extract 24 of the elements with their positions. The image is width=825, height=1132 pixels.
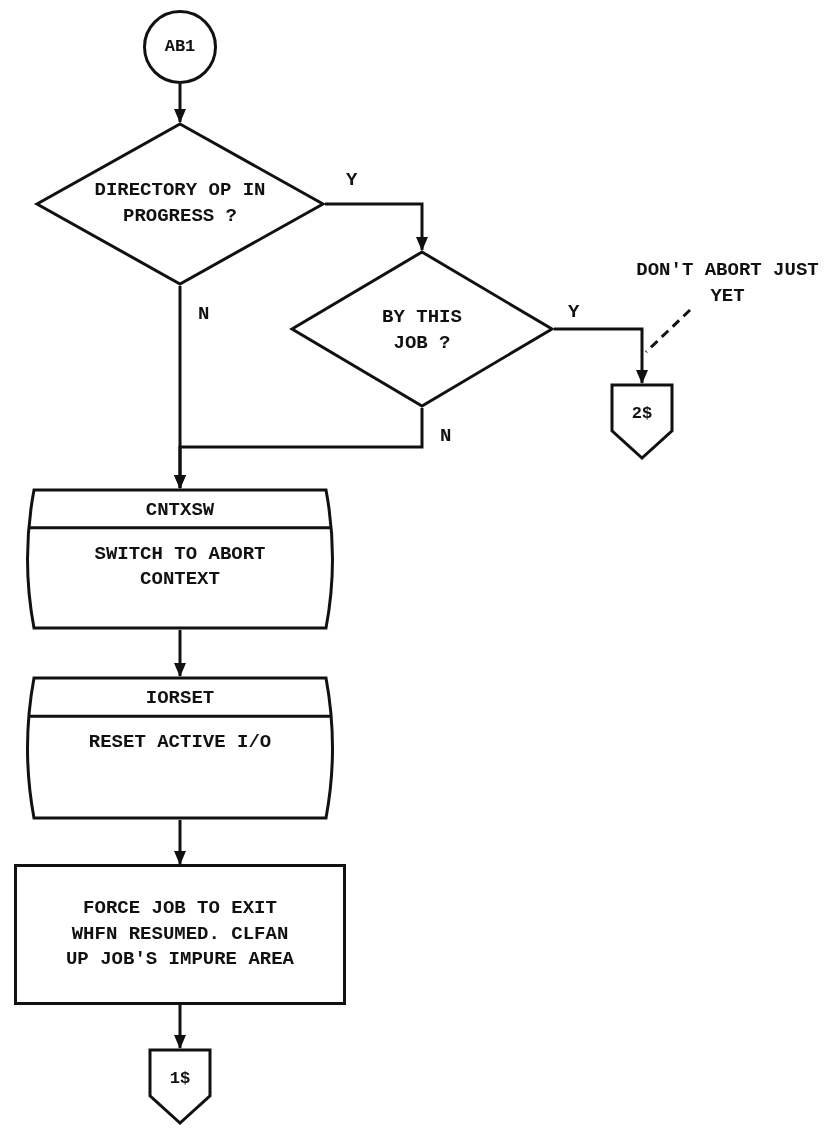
process-box bbox=[14, 864, 346, 1005]
node-text: FORCE JOB TO EXIT WHFN RESUMED. CLFAN UP JOB'S IMPURE AREA bbox=[64, 896, 295, 973]
arrow bbox=[174, 84, 186, 123]
node-text: AB1 bbox=[164, 35, 196, 58]
node-text: SWITCH TO ABORT CONTEXT bbox=[93, 541, 267, 593]
leader-line bbox=[644, 308, 692, 354]
node-text: BY THIS JOB ? bbox=[381, 305, 463, 356]
node-text: CNTXSW bbox=[145, 498, 215, 524]
node-text: DIRECTORY OP IN PROGRESS ? bbox=[93, 178, 267, 229]
arrow bbox=[174, 630, 186, 677]
arrow bbox=[325, 202, 428, 251]
node-text: IORSET bbox=[145, 686, 215, 712]
arrow bbox=[174, 1005, 186, 1049]
arrow bbox=[174, 820, 186, 865]
decision-diamond bbox=[35, 122, 325, 286]
arrow bbox=[554, 327, 648, 384]
node-text: DON'T ABORT JUST YET bbox=[635, 258, 820, 309]
node-text: 2$ bbox=[631, 403, 653, 425]
decision-diamond bbox=[290, 250, 554, 408]
off-page-connector bbox=[148, 1048, 212, 1125]
node-text: 1$ bbox=[169, 1068, 191, 1090]
off-page-connector bbox=[610, 383, 674, 460]
node-text: RESET ACTIVE I/O bbox=[87, 730, 273, 756]
arrow bbox=[174, 408, 424, 489]
